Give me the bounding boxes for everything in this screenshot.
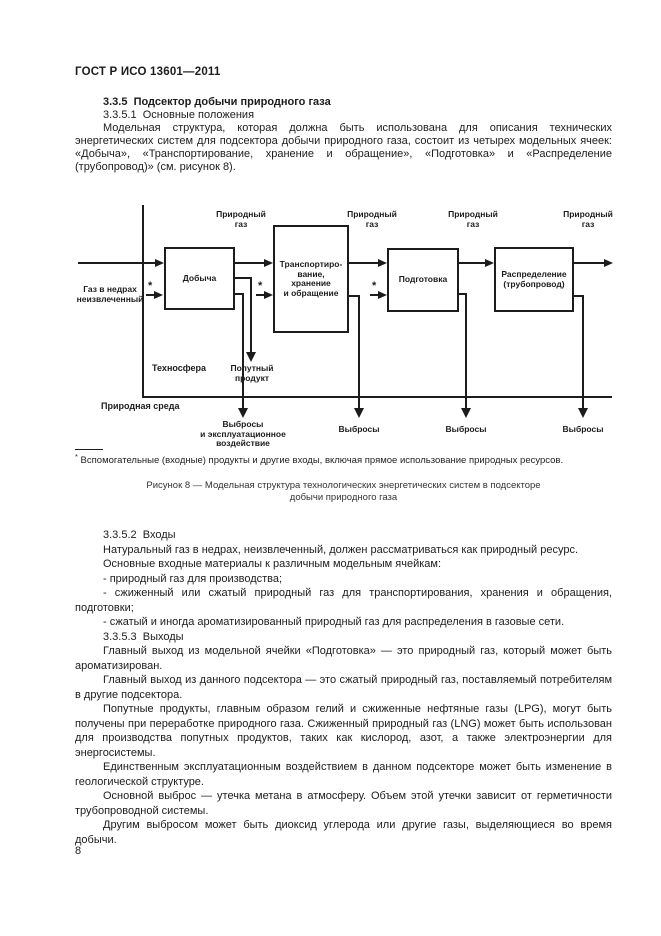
heading-335: 3.3.5 Подсектор добычи природного газа (103, 96, 331, 108)
emission-arrow-4-icon (578, 408, 588, 418)
aux-input-line-2 (256, 294, 265, 296)
model-cell-preparation-label: Подготовка (398, 274, 448, 285)
emission-line-4-h (573, 295, 584, 297)
emission-line-2-v (358, 295, 360, 408)
flow-arrow-into-transport-icon (264, 259, 273, 267)
emission-line-3-v (465, 293, 467, 408)
flow-arrow-into-extraction-icon (155, 259, 164, 267)
paragraph-inputs-1: Натуральный газ в недрах, неизвлеченный,… (103, 543, 579, 556)
flow-arrow-into-preparation-icon (378, 259, 387, 267)
footnote-text: Вспомогательные (входные) продукты и дру… (77, 455, 564, 467)
environment-boundary-hline (142, 396, 612, 398)
model-cell-preparation: Подготовка (387, 248, 459, 312)
technosphere-boundary-vline (142, 205, 144, 397)
heading-3352: 3.3.5.2 Входы (103, 529, 176, 541)
footnote-separator (75, 449, 103, 450)
byproduct-arrow-icon (246, 352, 256, 362)
emission-line-1-v (242, 293, 244, 408)
emission-arrow-2-icon (354, 408, 364, 418)
flow-line-3 (459, 262, 486, 264)
emission-label-3: Выбросы (445, 424, 487, 434)
asterisk-mark-1: * (148, 280, 153, 292)
flow-line-input (78, 262, 156, 264)
paragraph-outputs-2: Главный выход из данного подсектора — эт… (75, 674, 612, 701)
paragraph-inputs-2: Основные входные материалы к различным м… (103, 558, 442, 570)
sections-3352-3353-block: 3.3.5.2 Входы Натуральный газ в недрах, … (75, 528, 612, 847)
emission-arrow-3-icon (461, 408, 471, 418)
asterisk-mark-2: * (258, 280, 263, 292)
emission-line-1-h (235, 293, 244, 295)
environment-label: Природная среда (101, 401, 180, 411)
aux-input-line-1 (146, 294, 155, 296)
figure-footnote: * Вспомогательные (входные) продукты и д… (75, 452, 612, 466)
model-cell-extraction: Добыча (164, 247, 235, 310)
technosphere-label: Техносфера (152, 363, 207, 373)
byproduct-line-h (235, 277, 252, 279)
flow-label-natural-gas-2: Природный газ (347, 209, 397, 229)
model-cell-distribution: Распределение (трубопровод) (494, 247, 574, 312)
page-number: 8 (75, 845, 82, 857)
asterisk-mark-3: * (372, 280, 377, 292)
paragraph-outputs-1: Главный выход из модельной ячейки «Подго… (75, 645, 612, 672)
aux-input-arrow-3-icon (378, 291, 387, 299)
list-item-input-2: - сжиженный или сжатый природный газ для… (75, 587, 612, 614)
section-335-block: 3.3.5 Подсектор добычи природного газа 3… (75, 96, 612, 174)
aux-input-line-3 (370, 294, 379, 296)
byproduct-label: Попутный продукт (230, 363, 274, 383)
byproduct-line-v (250, 277, 252, 353)
list-item-input-3: - сжатый и иногда ароматизированный прир… (103, 616, 565, 628)
paragraph-outputs-3: Попутные продукты, главным образом гелий… (75, 703, 612, 759)
emission-line-2-h (349, 295, 360, 297)
heading-3351: 3.3.5.1 Основные положения (103, 109, 255, 121)
flow-line-output (574, 262, 604, 264)
model-cell-distribution-label: Распределение (трубопровод) (501, 269, 567, 289)
figure-caption: Рисунок 8 — Модельная структура технолог… (146, 480, 541, 503)
heading-3353: 3.3.5.3 Выходы (103, 630, 184, 643)
paragraph-outputs-6: Другим выбросом может быть диоксид углер… (75, 819, 612, 846)
emission-label-4: Выбросы (562, 424, 604, 434)
input-label-gas-in-subsoil: Газ в недрах неизвлеченный (76, 284, 144, 304)
emission-line-3-h (459, 293, 467, 295)
document-header: ГОСТ Р ИСО 13601—2011 (75, 66, 221, 78)
emission-line-4-v (582, 295, 584, 408)
flow-arrow-output-icon (604, 259, 613, 267)
flow-line-2 (349, 262, 379, 264)
flow-arrow-into-distribution-icon (485, 259, 494, 267)
aux-input-arrow-1-icon (154, 291, 163, 299)
paragraph-outputs-5: Основной выброс — утечка метана в атмосф… (75, 790, 612, 817)
list-item-input-1: - природный газ для производства; (103, 572, 283, 585)
footnote-marker: * (75, 452, 78, 461)
paragraph-model-structure: Модельная структура, которая должна быть… (75, 122, 612, 173)
paragraph-outputs-4: Единственным эксплуатационным воздействи… (75, 761, 612, 788)
model-cell-transport-storage: Транспортиро- вание, хранение и обращени… (273, 225, 349, 333)
emission-arrow-1-icon (238, 408, 248, 418)
emission-label-2: Выбросы (338, 424, 380, 434)
model-cell-extraction-label: Добыча (182, 272, 217, 283)
flow-label-natural-gas-4: Природный газ (563, 209, 613, 229)
flow-label-natural-gas-3: Природный газ (448, 209, 498, 229)
aux-input-arrow-2-icon (264, 291, 273, 299)
flow-label-natural-gas-1: Природный газ (216, 209, 266, 229)
flow-line-1 (235, 262, 265, 264)
model-cell-transport-storage-label: Транспортиро- вание, хранение и обращени… (279, 259, 343, 298)
emission-label-1: Выбросы и эксплуатационное воздействие (200, 419, 286, 448)
